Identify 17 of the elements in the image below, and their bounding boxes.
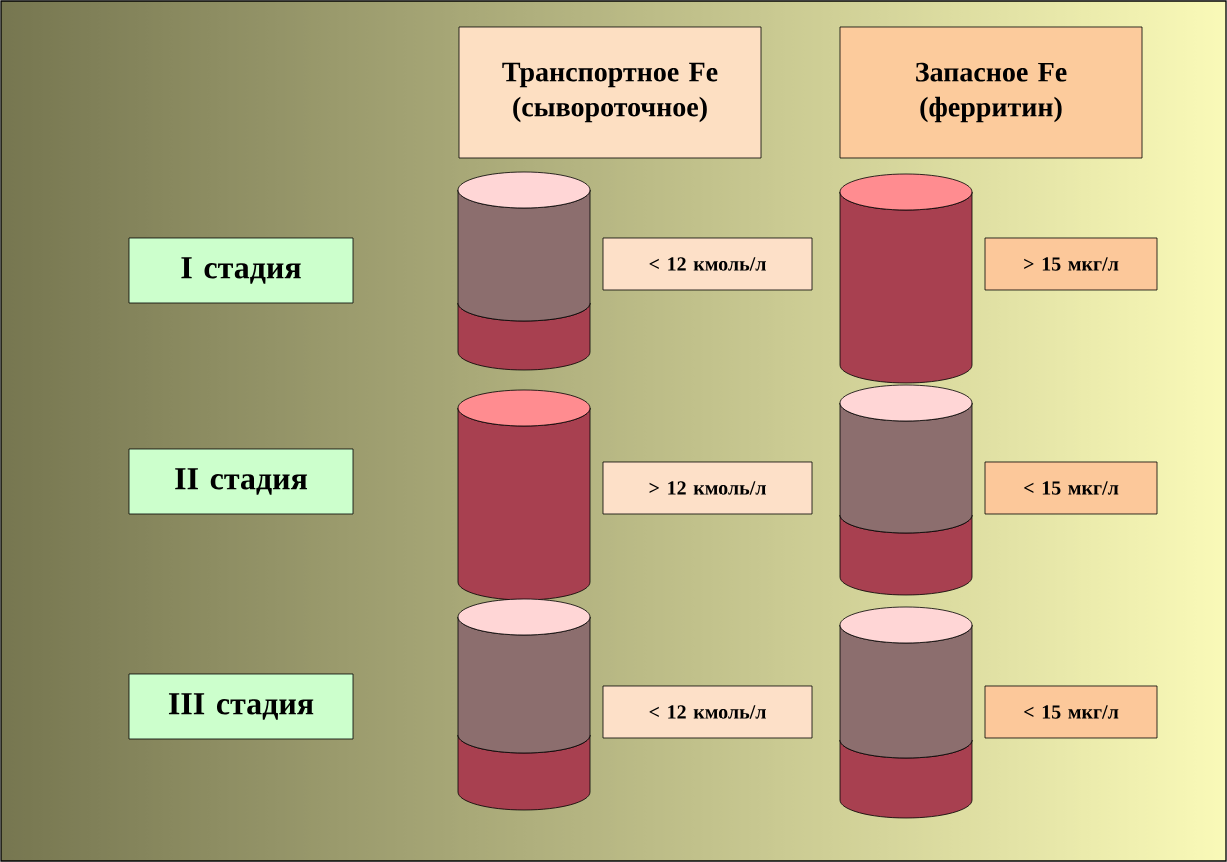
value-box: < 12 кмоль/л [602,685,813,739]
stage-box: III стадия [128,673,354,740]
header-box: Запасное Fe (ферритин) [839,26,1143,159]
cylinder [457,389,591,601]
cylinder [839,173,973,384]
cylinder [457,171,591,371]
value-box: > 15 мкг/л [984,237,1158,291]
cylinder [839,384,973,596]
value-box: > 12 кмоль/л [602,461,813,515]
cylinder [839,606,973,819]
cylinder [457,598,591,811]
stage-box: I стадия [128,237,354,304]
stage-box: II стадия [128,448,354,515]
value-box: < 15 мкг/л [984,685,1158,739]
value-box: < 15 мкг/л [984,461,1158,515]
value-box: < 12 кмоль/л [602,237,813,291]
header-box: Транспортное Fe (сывороточное) [458,26,762,159]
